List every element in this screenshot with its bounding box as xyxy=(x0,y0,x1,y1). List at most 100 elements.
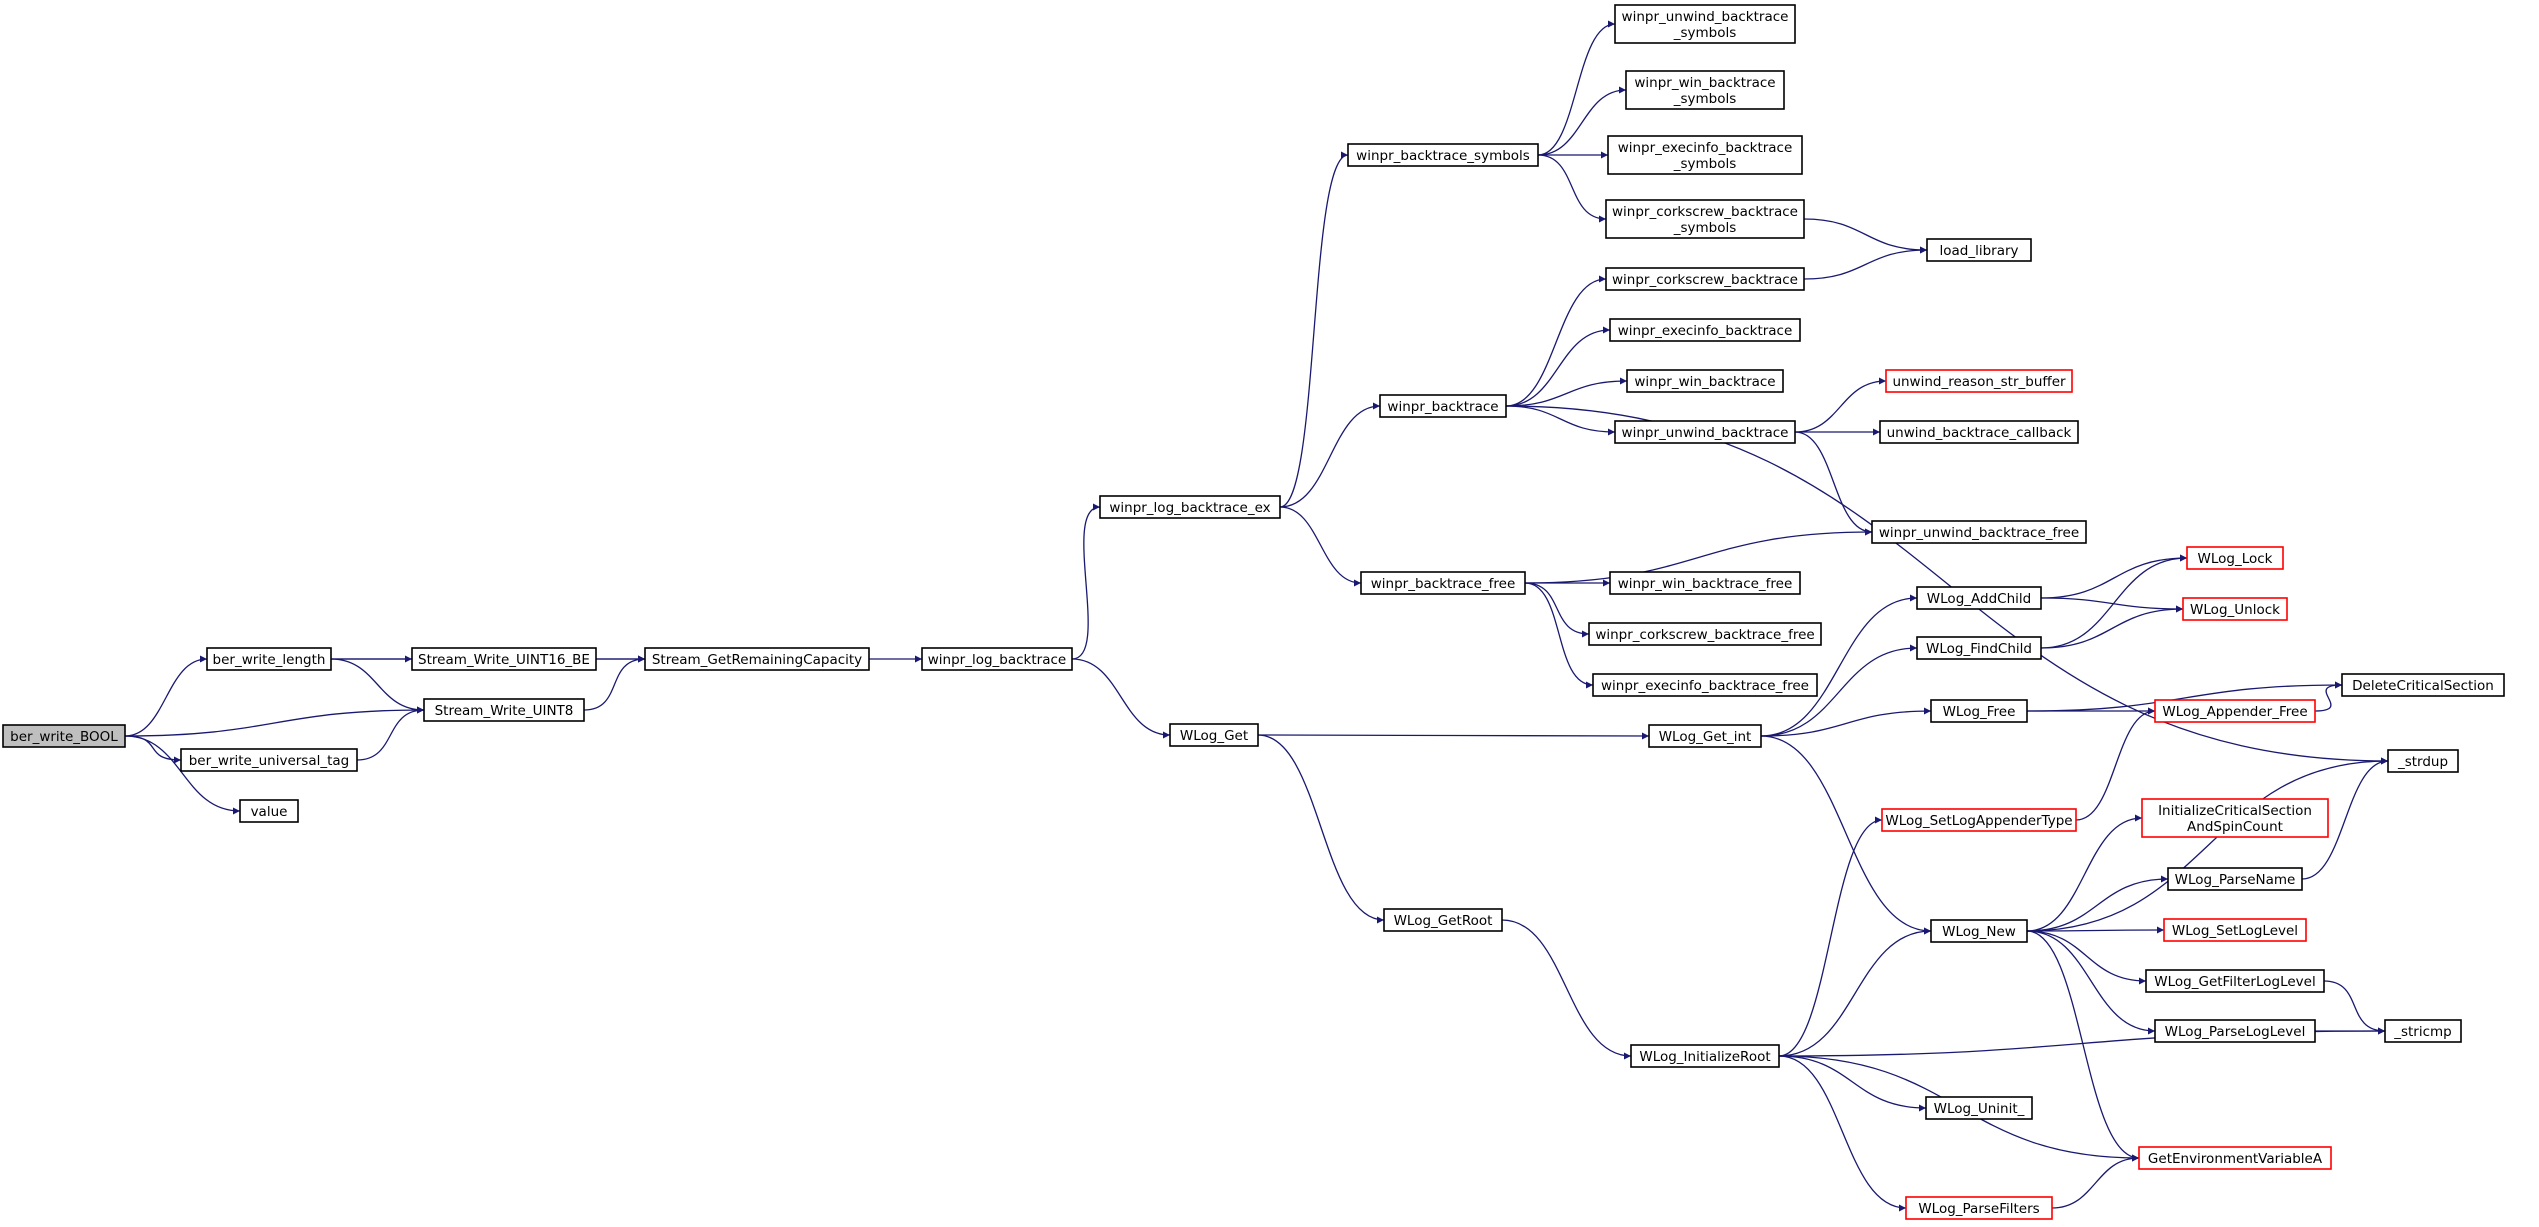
node-box xyxy=(1169,723,1259,747)
node-label: WLog_FindChild xyxy=(1926,641,2032,657)
node-label: _symbols xyxy=(1673,156,1737,172)
edge-winpr_unwind_backtrace-to-winpr_unwind_backtrace_free xyxy=(1794,431,1873,536)
node-ber_write_length[interactable]: ber_write_length xyxy=(206,647,332,671)
edge-WLog_Get_int-to-WLog_New xyxy=(1760,735,1932,935)
node-label: winpr_win_backtrace_free xyxy=(1618,576,1793,592)
node-winpr_backtrace_symbols[interactable]: winpr_backtrace_symbols xyxy=(1347,143,1539,167)
node-winpr_log_backtrace[interactable]: winpr_log_backtrace xyxy=(921,647,1073,671)
node-unwind_backtrace_callback[interactable]: unwind_backtrace_callback xyxy=(1879,420,2079,444)
edge-winpr_backtrace_symbols-to-winpr_corkscrew_backtrace_symbols xyxy=(1537,154,1607,223)
node-WLog_Get[interactable]: WLog_Get xyxy=(1169,723,1259,747)
node-WLog_ParseLogLevel[interactable]: WLog_ParseLogLevel xyxy=(2154,1019,2316,1043)
node-WLog_SetLogLevel[interactable]: WLog_SetLogLevel xyxy=(2163,918,2307,942)
node-winpr_corkscrew_backtrace_free[interactable]: winpr_corkscrew_backtrace_free xyxy=(1588,622,1822,646)
edge-ber_write_BOOL-to-ber_write_universal_tag xyxy=(124,735,182,764)
edge-WLog_SetLogAppenderType-to-WLog_Appender_Free xyxy=(2075,707,2156,821)
edge-WLog_New-to-_strdup xyxy=(2026,757,2389,932)
node-WLog_Lock[interactable]: WLog_Lock xyxy=(2186,546,2284,570)
node-Stream_Write_UINT16_BE[interactable]: Stream_Write_UINT16_BE xyxy=(411,647,597,671)
edge-winpr_backtrace-to-winpr_win_backtrace xyxy=(1505,377,1628,407)
edge-ber_write_BOOL-to-value xyxy=(124,735,241,815)
node-label: unwind_backtrace_callback xyxy=(1887,425,2072,441)
node-box xyxy=(2141,798,2329,838)
node-winpr_log_backtrace_ex[interactable]: winpr_log_backtrace_ex xyxy=(1099,495,1281,519)
node-winpr_unwind_backtrace[interactable]: winpr_unwind_backtrace xyxy=(1614,420,1796,444)
node-winpr_unwind_backtrace_free[interactable]: winpr_unwind_backtrace_free xyxy=(1871,520,2087,544)
node-value[interactable]: value xyxy=(239,799,299,823)
node-box xyxy=(1916,636,2042,660)
node-box xyxy=(2138,1146,2332,1170)
node-label: WLog_ParseName xyxy=(2175,872,2296,888)
node-winpr_execinfo_backtrace_symbols[interactable]: winpr_execinfo_backtrace_symbols xyxy=(1607,135,1803,175)
node-box xyxy=(2154,1019,2316,1043)
node-box xyxy=(1605,267,1805,291)
node-Stream_Write_UINT8[interactable]: Stream_Write_UINT8 xyxy=(423,698,585,722)
edge-winpr_log_backtrace_ex-to-winpr_backtrace xyxy=(1279,402,1381,508)
node-unwind_reason_str_buffer[interactable]: unwind_reason_str_buffer xyxy=(1885,369,2073,393)
node-WLog_InitializeRoot[interactable]: WLog_InitializeRoot xyxy=(1630,1044,1780,1068)
node-WLog_Appender_Free[interactable]: WLog_Appender_Free xyxy=(2154,699,2316,723)
node-winpr_corkscrew_backtrace[interactable]: winpr_corkscrew_backtrace xyxy=(1605,267,1805,291)
node-winpr_backtrace_free[interactable]: winpr_backtrace_free xyxy=(1360,571,1526,595)
node-label: ber_write_universal_tag xyxy=(189,753,350,769)
node-label: ber_write_BOOL xyxy=(10,729,118,745)
node-box xyxy=(1930,699,2028,723)
node-box xyxy=(206,647,332,671)
node-winpr_corkscrew_backtrace_symbols[interactable]: winpr_corkscrew_backtrace_symbols xyxy=(1605,199,1805,239)
node-box xyxy=(1588,622,1822,646)
node-box xyxy=(180,748,358,772)
node-ber_write_universal_tag[interactable]: ber_write_universal_tag xyxy=(180,748,358,772)
node-label: winpr_execinfo_backtrace xyxy=(1618,323,1793,339)
node-GetEnvironmentVariableA[interactable]: GetEnvironmentVariableA xyxy=(2138,1146,2332,1170)
node-_strdup[interactable]: _strdup xyxy=(2387,749,2459,773)
node-_stricmp[interactable]: _stricmp xyxy=(2384,1019,2462,1043)
node-WLog_FindChild[interactable]: WLog_FindChild xyxy=(1916,636,2042,660)
node-WLog_Unlock[interactable]: WLog_Unlock xyxy=(2182,597,2288,621)
node-load_library[interactable]: load_library xyxy=(1926,238,2032,262)
edge-winpr_corkscrew_backtrace_symbols-to-load_library xyxy=(1803,218,1928,254)
node-WLog_Uninit_[interactable]: WLog_Uninit_ xyxy=(1925,1096,2033,1120)
node-box xyxy=(2186,546,2284,570)
node-DeleteCriticalSection[interactable]: DeleteCriticalSection xyxy=(2341,673,2505,697)
edge-WLog_Free-to-DeleteCriticalSection xyxy=(2026,681,2343,712)
edge-winpr_backtrace_symbols-to-winpr_win_backtrace_symbols xyxy=(1537,86,1627,156)
nodes-layer: ber_write_BOOL ber_write_length ber_write_… xyxy=(2,4,2505,1220)
node-ber_write_BOOL[interactable]: ber_write_BOOL xyxy=(2,724,126,748)
node-winpr_backtrace[interactable]: winpr_backtrace xyxy=(1379,394,1507,418)
node-box xyxy=(2384,1019,2462,1043)
node-label: ber_write_length xyxy=(213,652,326,668)
edge-ber_write_universal_tag-to-Stream_Write_UINT8 xyxy=(356,706,425,761)
edges-layer xyxy=(124,20,2389,1212)
node-box xyxy=(1630,1044,1780,1068)
node-winpr_execinfo_backtrace_free[interactable]: winpr_execinfo_backtrace_free xyxy=(1592,673,1818,697)
node-label: _symbols xyxy=(1673,25,1737,41)
edge-winpr_backtrace-to-winpr_execinfo_backtrace xyxy=(1505,326,1611,407)
edge-WLog_New-to-WLog_GetFilterLogLevel xyxy=(2026,930,2147,985)
edge-winpr_backtrace_free-to-winpr_unwind_backtrace_free xyxy=(1524,528,1873,584)
node-WLog_ParseFilters[interactable]: WLog_ParseFilters xyxy=(1905,1196,2053,1220)
node-WLog_Get_int[interactable]: WLog_Get_int xyxy=(1648,724,1762,748)
node-WLog_GetRoot[interactable]: WLog_GetRoot xyxy=(1383,908,1503,932)
node-label: WLog_GetFilterLogLevel xyxy=(2154,974,2315,990)
edge-winpr_backtrace-to-winpr_corkscrew_backtrace xyxy=(1505,275,1607,407)
node-label: WLog_GetRoot xyxy=(1394,913,1493,929)
node-Stream_GetRemainingCapacity[interactable]: Stream_GetRemainingCapacity xyxy=(644,647,870,671)
node-winpr_unwind_backtrace_symbols[interactable]: winpr_unwind_backtrace_symbols xyxy=(1614,4,1796,44)
node-WLog_AddChild[interactable]: WLog_AddChild xyxy=(1916,586,2042,610)
node-WLog_ParseName[interactable]: WLog_ParseName xyxy=(2167,867,2303,891)
node-label: unwind_reason_str_buffer xyxy=(1892,374,2066,390)
node-WLog_GetFilterLogLevel[interactable]: WLog_GetFilterLogLevel xyxy=(2145,969,2325,993)
node-winpr_win_backtrace[interactable]: winpr_win_backtrace xyxy=(1626,369,1784,393)
node-WLog_Free[interactable]: WLog_Free xyxy=(1930,699,2028,723)
node-winpr_win_backtrace_symbols[interactable]: winpr_win_backtrace_symbols xyxy=(1625,70,1785,110)
node-winpr_win_backtrace_free[interactable]: winpr_win_backtrace_free xyxy=(1609,571,1801,595)
node-box xyxy=(423,698,585,722)
node-label: DeleteCriticalSection xyxy=(2352,678,2494,694)
node-WLog_SetLogAppenderType[interactable]: WLog_SetLogAppenderType xyxy=(1881,808,2077,832)
node-WLog_New[interactable]: WLog_New xyxy=(1930,919,2028,943)
edge-WLog_AddChild-to-WLog_Unlock xyxy=(2040,597,2184,613)
node-box xyxy=(921,647,1073,671)
node-winpr_execinfo_backtrace[interactable]: winpr_execinfo_backtrace xyxy=(1609,318,1801,342)
node-label: WLog_Uninit_ xyxy=(1934,1101,2025,1117)
